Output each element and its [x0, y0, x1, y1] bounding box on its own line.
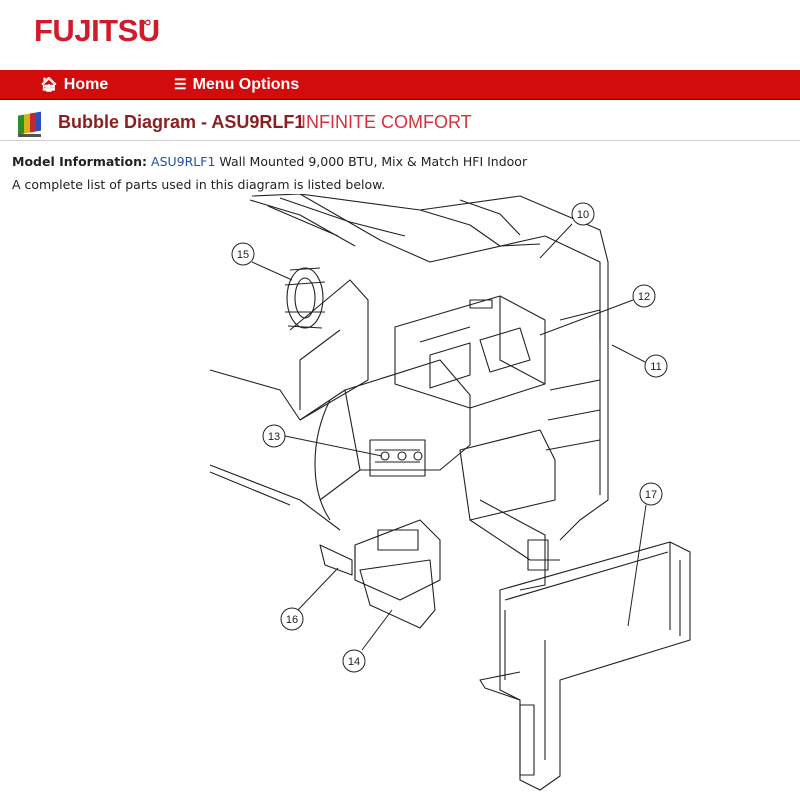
- page-header: Bubble Diagram - ASU9RLF1 INFINITE COMFO…: [0, 106, 800, 141]
- bubble-13-label: 13: [268, 431, 280, 443]
- bubble-10[interactable]: 10: [539, 202, 595, 259]
- home-icon: 🏠︎: [40, 76, 58, 92]
- bubble-15-label: 15: [237, 249, 249, 261]
- page-title: Bubble Diagram - ASU9RLF1: [58, 112, 305, 132]
- nav-menu-label: Menu Options: [192, 76, 300, 93]
- nav-bar: 🏠︎ Home ☰ Menu Options: [0, 70, 800, 100]
- nav-menu-options[interactable]: ☰ Menu Options: [174, 70, 299, 99]
- bubble-14-label: 14: [348, 656, 360, 668]
- bubble-13[interactable]: 13: [262, 424, 383, 457]
- bubble-16-label: 16: [286, 614, 298, 626]
- bubble-11-label: 11: [650, 361, 661, 373]
- parts-book-icon: [18, 111, 41, 137]
- nav-home-link[interactable]: 🏠︎ Home: [40, 70, 108, 99]
- bubble-10-label: 10: [577, 209, 589, 221]
- logo-text: FUJITSU: [34, 13, 160, 48]
- model-description: Wall Mounted 9,000 BTU, Mix & Match HFI …: [219, 154, 528, 169]
- model-info-label: Model Information:: [12, 154, 148, 169]
- exploded-parts-diagram: 10 11 12 13 14 15 16: [209, 194, 691, 791]
- bubble-12-label: 12: [638, 291, 650, 303]
- page-subtitle: INFINITE COMFORT: [301, 112, 472, 132]
- nav-home-label: Home: [63, 76, 109, 93]
- fujitsu-logo[interactable]: FUJITSU: [34, 13, 160, 49]
- bubble-12[interactable]: 12: [539, 284, 656, 336]
- model-information: Model Information: ASU9RLF1 Wall Mounted…: [12, 154, 527, 169]
- bubble-17-label: 17: [645, 489, 657, 501]
- bubble-16[interactable]: 16: [280, 567, 339, 631]
- model-link[interactable]: ASU9RLF1: [151, 154, 216, 169]
- parts-note: A complete list of parts used in this di…: [12, 177, 386, 192]
- bubble-17[interactable]: 17: [627, 482, 663, 627]
- bubble-15[interactable]: 15: [231, 242, 293, 281]
- infinity-mark-icon: [139, 19, 151, 26]
- menu-bars-icon: ☰: [174, 76, 187, 92]
- bubble-11[interactable]: 11: [611, 344, 668, 378]
- bubble-14[interactable]: 14: [342, 609, 393, 673]
